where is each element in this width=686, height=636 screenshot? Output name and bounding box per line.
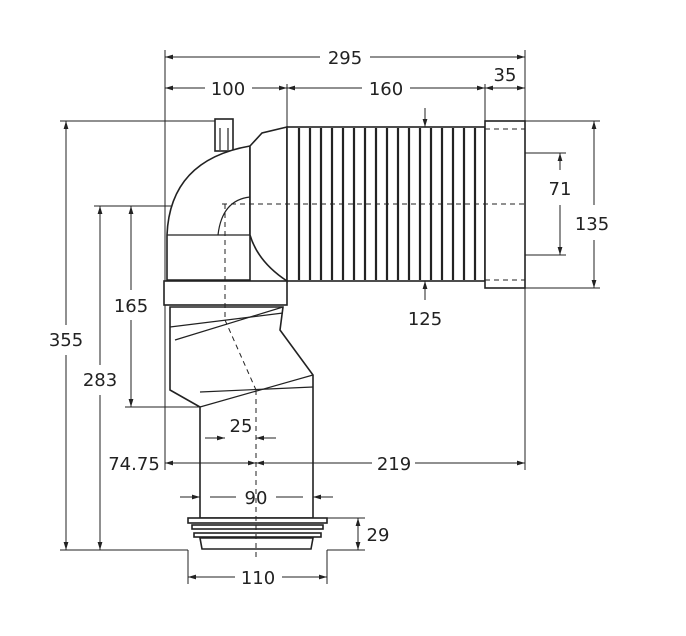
dim-110: 110 [241,568,275,589]
collar-band [163,280,288,306]
elbow [166,145,251,281]
dim-125: 125 [408,309,442,330]
dim-100: 100 [211,79,245,100]
dim-74-75: 74.75 [108,454,160,475]
offset-section [169,306,314,519]
tab [214,118,234,152]
dim-35: 35 [494,65,517,86]
dim-160: 160 [369,79,403,100]
dim-295: 295 [328,48,362,69]
centerlines [222,203,525,560]
dim-25: 25 [230,416,253,437]
dimension-labels: 295 100 160 35 71 135 125 355 283 165 25… [49,48,609,589]
connector-body [163,118,526,550]
dim-219: 219 [377,454,411,475]
dim-283: 283 [83,370,117,391]
dim-165: 165 [114,296,148,317]
dim-71: 71 [549,179,572,200]
dim-29: 29 [367,525,390,546]
dim-355: 355 [49,330,83,351]
dimension-lines [63,54,597,580]
dim-90: 90 [245,488,268,509]
dim-135: 135 [575,214,609,235]
flange [187,517,328,524]
